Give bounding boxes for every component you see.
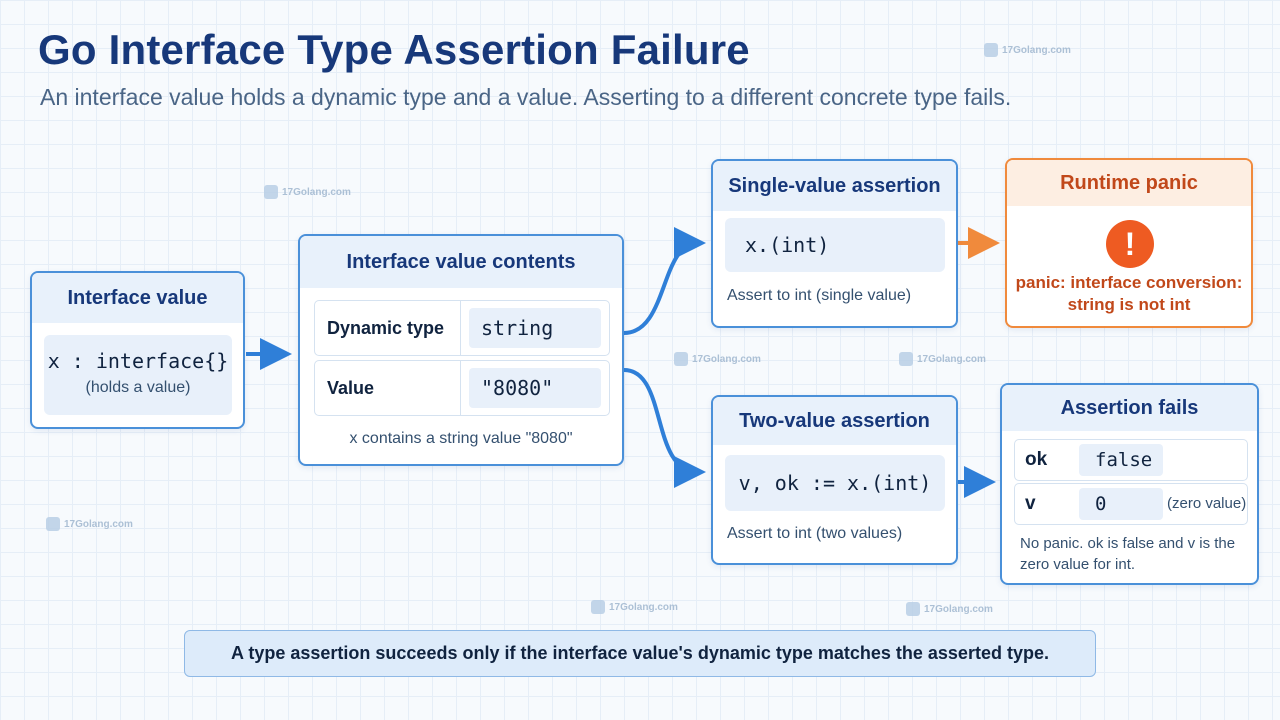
- watermark-logo-icon: [591, 600, 605, 614]
- interface-contents-heading: Interface value contents: [300, 236, 622, 288]
- ok-row: ok false: [1014, 439, 1248, 481]
- two-value-assertion-heading: Two-value assertion: [713, 397, 956, 445]
- single-assertion-caption: Assert to int (single value): [727, 287, 912, 304]
- interface-value-card: Interface value x : interface{} (holds a…: [30, 271, 245, 429]
- interface-value-heading: Interface value: [32, 273, 243, 323]
- assertion-fails-card: Assertion fails ok false v 0 (zero value…: [1000, 383, 1259, 585]
- v-value: 0: [1079, 488, 1163, 520]
- contents-caption: x contains a string value "8080": [349, 430, 573, 447]
- page-title: Go Interface Type Assertion Failure: [38, 26, 750, 73]
- watermark-logo-icon: [264, 185, 278, 199]
- single-assertion-code: x.(int): [725, 218, 945, 272]
- interface-declaration: x : interface{}: [47, 349, 229, 373]
- watermark-logo-icon: [899, 352, 913, 366]
- watermark: 17Golang.com: [984, 43, 1071, 57]
- interface-contents-card: Interface value contents Dynamic type st…: [298, 234, 624, 466]
- single-assertion-heading: Single-value assertion: [713, 161, 956, 211]
- value-row: Value "8080": [314, 360, 610, 416]
- watermark-logo-icon: [906, 602, 920, 616]
- panic-message: panic: interface conversion: string is n…: [1015, 273, 1243, 314]
- interface-value-box: x : interface{} (holds a value): [44, 335, 232, 415]
- watermark-logo-icon: [674, 352, 688, 366]
- page-subtitle: An interface value holds a dynamic type …: [40, 84, 1012, 110]
- assertion-fails-explanation: No panic. ok is false and v is the zero …: [1020, 535, 1236, 573]
- v-row: v 0 (zero value): [1014, 483, 1248, 525]
- arrow-contents-to-two: [623, 368, 706, 488]
- two-value-assertion-card: Two-value assertion v, ok := x.(int) Ass…: [711, 395, 958, 565]
- value-label: Value: [327, 378, 375, 398]
- assertion-fails-heading: Assertion fails: [1002, 385, 1257, 431]
- watermark: 17Golang.com: [899, 352, 986, 366]
- watermark-logo-icon: [984, 43, 998, 57]
- arrow-contents-to-single: [623, 227, 706, 335]
- two-value-assertion-code: v, ok := x.(int): [725, 455, 945, 511]
- footer-note: A type assertion succeeds only if the in…: [184, 630, 1096, 677]
- runtime-panic-card: Runtime panic ! panic: interface convers…: [1005, 158, 1253, 328]
- dynamic-type-value: string: [469, 308, 601, 348]
- watermark: 17Golang.com: [264, 185, 351, 199]
- ok-key: ok: [1025, 449, 1048, 470]
- watermark-logo-icon: [46, 517, 60, 531]
- interface-value-caption: (holds a value): [85, 379, 191, 396]
- watermark: 17Golang.com: [674, 352, 761, 366]
- single-assertion-card: Single-value assertion x.(int) Assert to…: [711, 159, 958, 328]
- dynamic-type-row: Dynamic type string: [314, 300, 610, 356]
- dynamic-type-label: Dynamic type: [327, 318, 445, 338]
- watermark: 17Golang.com: [591, 600, 678, 614]
- runtime-panic-heading: Runtime panic: [1007, 160, 1251, 206]
- ok-value: false: [1079, 444, 1163, 476]
- v-note: (zero value): [1167, 495, 1247, 512]
- watermark: 17Golang.com: [906, 602, 993, 616]
- v-key: v: [1025, 493, 1036, 514]
- value-value: "8080": [469, 368, 601, 408]
- alert-icon: !: [1106, 220, 1154, 268]
- watermark: 17Golang.com: [46, 517, 133, 531]
- two-value-assertion-caption: Assert to int (two values): [727, 525, 903, 542]
